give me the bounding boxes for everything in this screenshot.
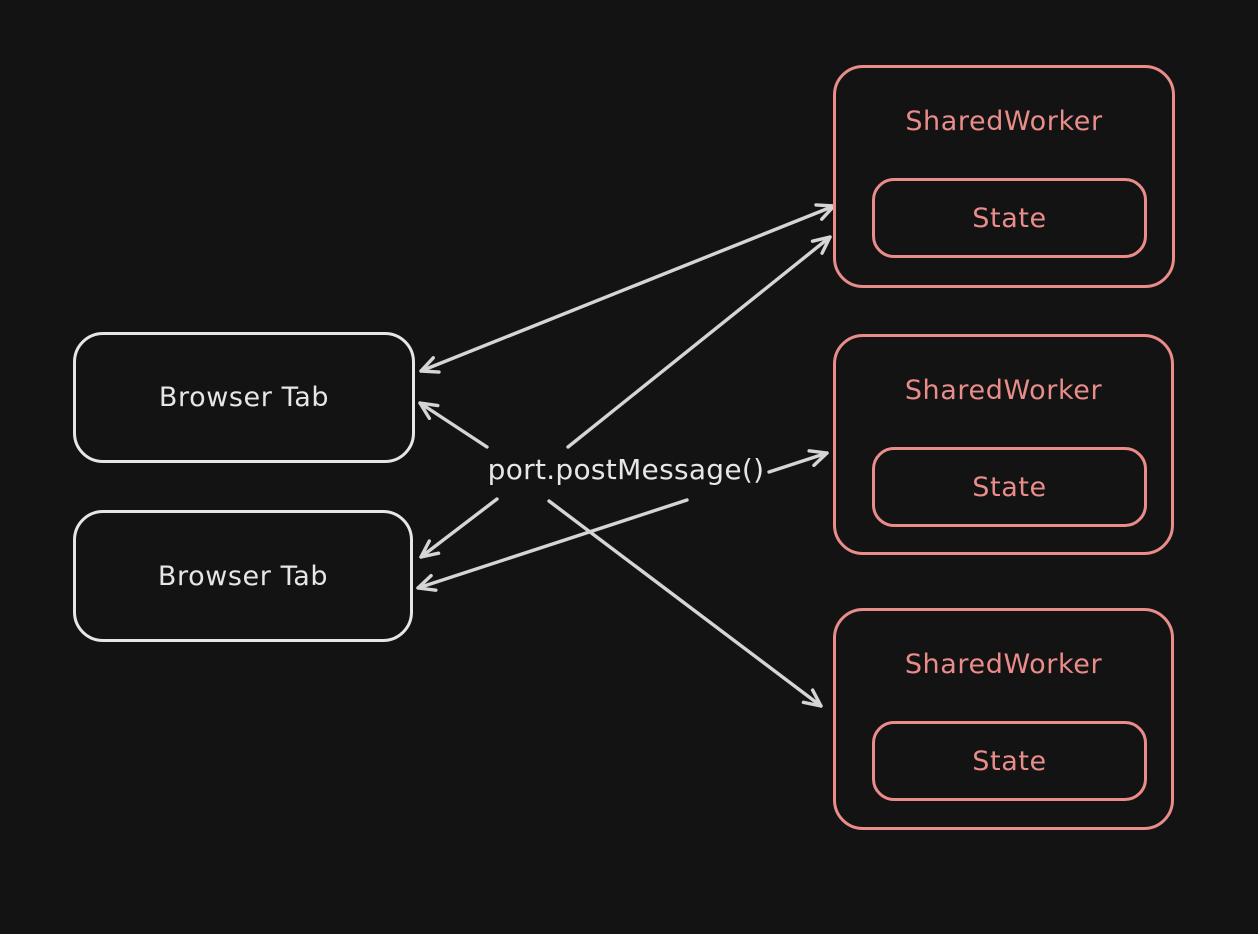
state-box: State	[872, 721, 1147, 801]
node-browser-tab-2: Browser Tab	[73, 510, 413, 642]
arrow-port-postmessage-label-to-shared-worker-2	[767, 449, 829, 474]
shared-worker-label: SharedWorker	[904, 375, 1103, 406]
state-label: State	[972, 202, 1047, 234]
arrow-port-postmessage-label-to-shared-worker-1	[566, 235, 832, 449]
browser-tab-label: Browser Tab	[157, 560, 329, 592]
state-box: State	[872, 178, 1147, 258]
node-shared-worker-2: SharedWorker State	[833, 334, 1174, 555]
node-shared-worker-1: SharedWorker State	[833, 65, 1175, 288]
arrow-shared-worker-1-to-browser-tab-1	[419, 203, 836, 374]
shared-worker-label: SharedWorker	[905, 106, 1103, 137]
state-box: State	[872, 447, 1147, 527]
node-shared-worker-3: SharedWorker State	[833, 608, 1174, 830]
state-label: State	[972, 745, 1047, 777]
arrow-port-postmessage-label-to-shared-worker-3	[547, 499, 823, 708]
arrow-port-postmessage-label-to-browser-tab-1	[418, 401, 489, 449]
node-browser-tab-1: Browser Tab	[73, 332, 415, 463]
port-postmessage-label: port.postMessage()	[487, 453, 765, 486]
shared-worker-label: SharedWorker	[904, 649, 1103, 680]
state-label: State	[972, 471, 1047, 503]
arrow-port-postmessage-label-to-browser-tab-2	[416, 498, 689, 592]
arrow-port-postmessage-label-to-browser-tab-2	[419, 497, 499, 559]
browser-tab-label: Browser Tab	[158, 382, 330, 413]
